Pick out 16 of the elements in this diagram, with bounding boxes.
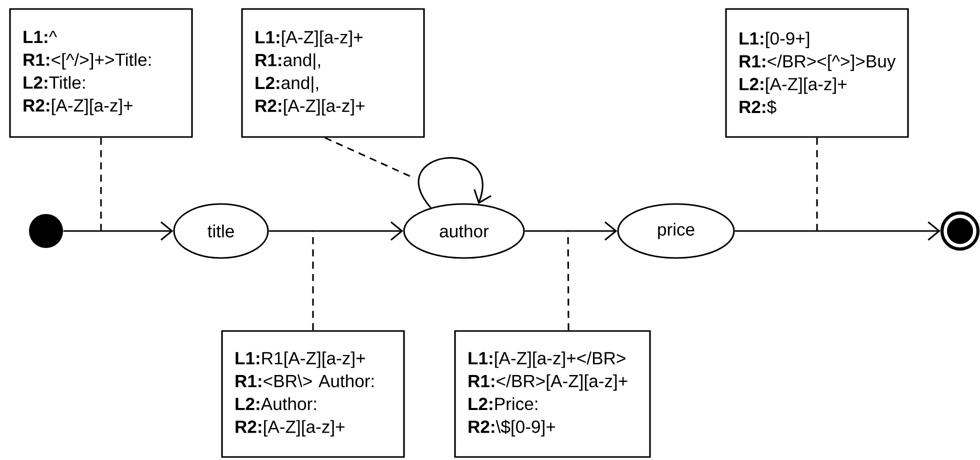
leader-line (816, 138, 818, 231)
leader-line (567, 231, 570, 330)
self-loop-arrow (418, 157, 492, 208)
leader-line (100, 138, 102, 231)
final-state-circle (940, 211, 980, 251)
leader-line (312, 231, 314, 330)
transition-arrow (63, 221, 174, 241)
annotation-box: L1:[A-Z][a-z]+</BR> R1:</BR>[A-Z][a-z]+ L2:Price: R2:\$[0-9]+ (454, 330, 651, 458)
annotation-box: L1:[0-9+] R1:</BR><[^>]>Buy L2:[A-Z][a-z]+ R2:$ (725, 8, 909, 138)
transition-arrow (524, 221, 618, 241)
annotation-box: L1:R1[A-Z][a-z]+ R1:<BR\> Author: L2:Author: R2:[A-Z][a-z]+ (221, 330, 405, 458)
annotation-box: L1:^ R1:<[^/>]+>Title: L2:Title: R2:[A-Z][a-z]+ (9, 8, 193, 138)
transition-arrow (734, 221, 940, 241)
start-dot (29, 214, 63, 248)
annotation-box: L1:[A-Z][a-z]+ R1:and|, L2:and|, R2:[A-Z][a-z]+ (241, 8, 425, 138)
transition-arrow (268, 221, 404, 241)
